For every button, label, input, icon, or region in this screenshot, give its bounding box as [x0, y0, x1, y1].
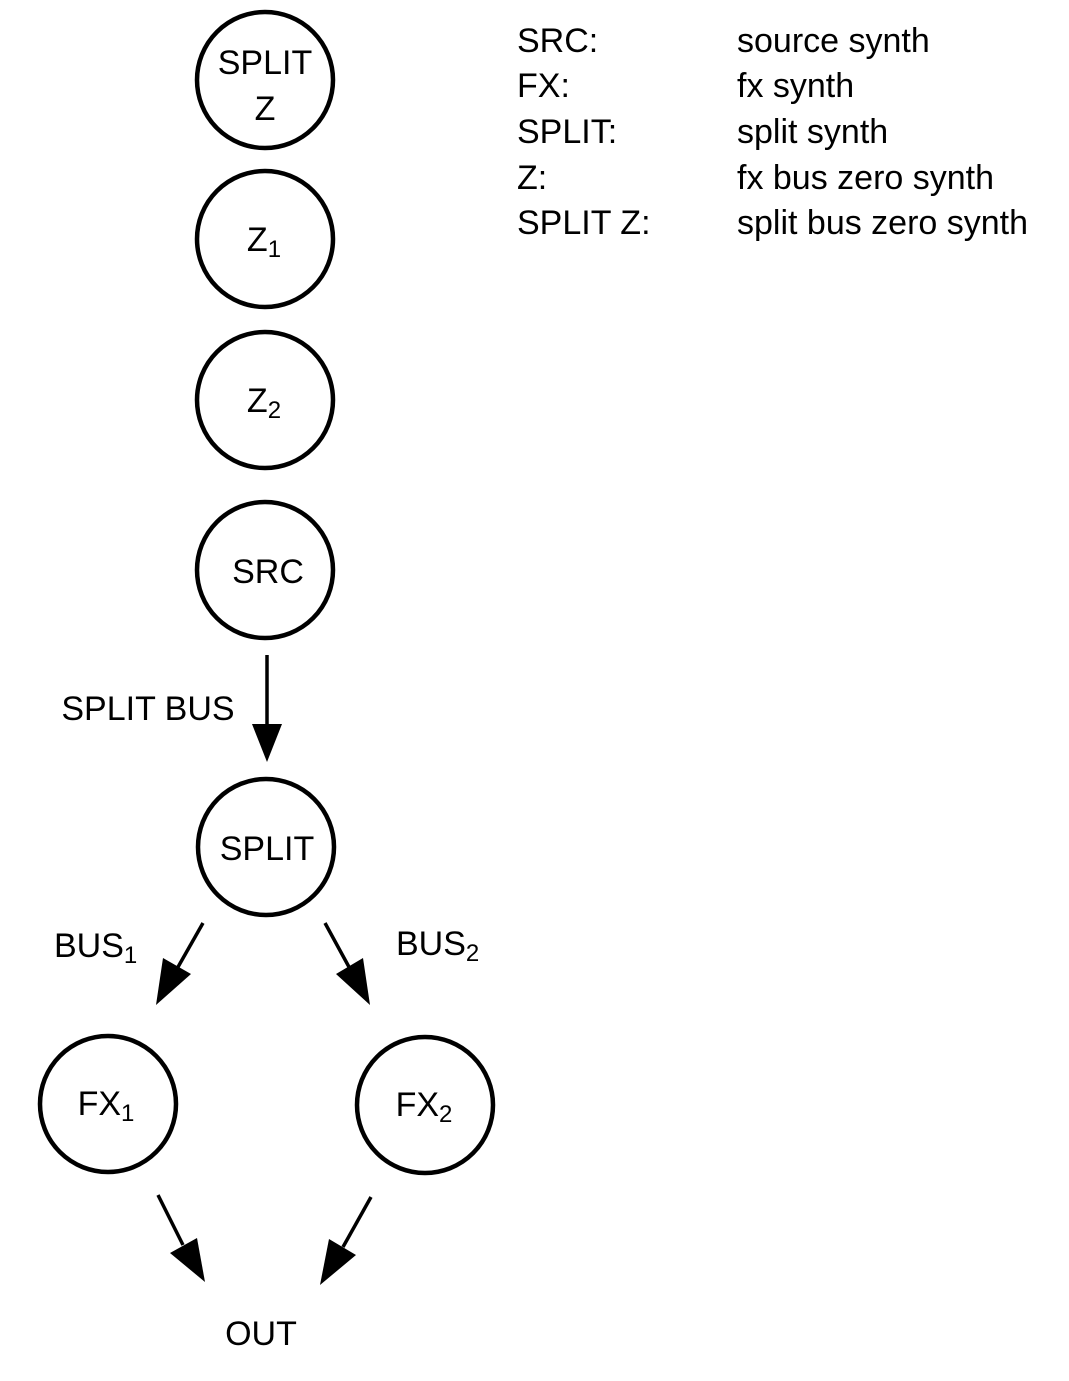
edge-split-bus-label: SPLIT BUS — [61, 690, 234, 728]
edge-bus2-label: BUS2 — [396, 925, 479, 967]
node-z1-circle — [194, 168, 336, 310]
node-fx1-circle — [37, 1033, 179, 1175]
edge-bus2-subscript: 2 — [466, 940, 479, 967]
node-fx1-base: FX — [78, 1085, 121, 1123]
legend-row: FX: fx synth — [517, 67, 854, 105]
node-fx1-label: FX1 — [78, 1085, 135, 1127]
legend-key: SPLIT Z: — [517, 204, 651, 242]
legend-key: SPLIT: — [517, 113, 617, 151]
edge-bus1-base: BUS — [54, 927, 124, 965]
node-z2: Z2 — [194, 329, 336, 471]
legend: SRC: source synth FX: fx synth SPLIT: sp… — [517, 22, 1028, 242]
edge-bus1-line — [176, 922, 205, 968]
node-z2-circle — [194, 329, 336, 471]
node-split-label: SPLIT — [220, 830, 314, 868]
node-split-z-circle — [194, 9, 336, 151]
edge-bus1: BUS1 — [54, 922, 205, 1005]
node-z1-base: Z — [247, 221, 268, 259]
node-split-z-label-line2: Z — [255, 90, 276, 128]
legend-key: FX: — [517, 67, 570, 105]
edge-bus1-subscript: 1 — [124, 942, 137, 969]
node-fx2: FX2 — [354, 1034, 496, 1176]
legend-key: SRC: — [517, 22, 598, 60]
edge-split-bus: SPLIT BUS — [61, 655, 282, 762]
node-out-label: OUT — [225, 1315, 297, 1353]
edge-bus1-label: BUS1 — [54, 927, 137, 969]
node-src-circle — [194, 499, 336, 641]
node-fx2-circle — [354, 1034, 496, 1176]
legend-row: SPLIT: split synth — [517, 113, 888, 151]
edge-split-bus-arrowhead — [252, 724, 282, 762]
legend-row: SRC: source synth — [517, 22, 930, 60]
edge-bus2-base: BUS — [396, 925, 466, 963]
legend-row: SPLIT Z: split bus zero synth — [517, 204, 1028, 242]
node-z1-subscript: 1 — [268, 236, 281, 263]
edge-bus2-arrowhead — [336, 958, 370, 1005]
node-z2-base: Z — [247, 382, 268, 420]
legend-row: Z: fx bus zero synth — [517, 159, 994, 197]
node-z1-label: Z1 — [247, 221, 281, 263]
edge-fx1-out-arrowhead — [170, 1238, 205, 1282]
node-fx2-label: FX2 — [396, 1086, 453, 1128]
edge-fx2-out-line — [341, 1196, 373, 1248]
edge-bus1-arrowhead — [156, 958, 191, 1005]
edge-fx2-out — [320, 1196, 373, 1285]
edge-fx2-out-arrowhead — [320, 1239, 356, 1285]
node-fx2-subscript: 2 — [439, 1101, 452, 1128]
edge-fx1-out — [156, 1194, 205, 1282]
node-z2-label: Z2 — [247, 382, 281, 424]
node-fx1: FX1 — [37, 1033, 179, 1175]
node-fx2-base: FX — [396, 1086, 439, 1124]
node-fx1-subscript: 1 — [121, 1100, 134, 1127]
edge-bus2-line — [323, 922, 351, 968]
edge-fx1-out-line — [156, 1194, 185, 1246]
node-split-circle — [195, 776, 337, 918]
node-split-z-label-line1: SPLIT — [218, 44, 312, 82]
node-z2-subscript: 2 — [268, 397, 281, 424]
legend-description: split bus zero synth — [737, 204, 1028, 242]
legend-key: Z: — [517, 159, 547, 197]
node-src: SRC — [194, 499, 336, 641]
node-src-label: SRC — [232, 553, 304, 591]
legend-description: fx synth — [737, 67, 854, 105]
node-split-z: SPLIT Z — [194, 9, 336, 151]
legend-description: fx bus zero synth — [737, 159, 994, 197]
legend-description: split synth — [737, 113, 888, 151]
edge-bus2: BUS2 — [323, 922, 479, 1005]
node-split: SPLIT — [195, 776, 337, 918]
legend-description: source synth — [737, 22, 930, 60]
node-z1: Z1 — [194, 168, 336, 310]
